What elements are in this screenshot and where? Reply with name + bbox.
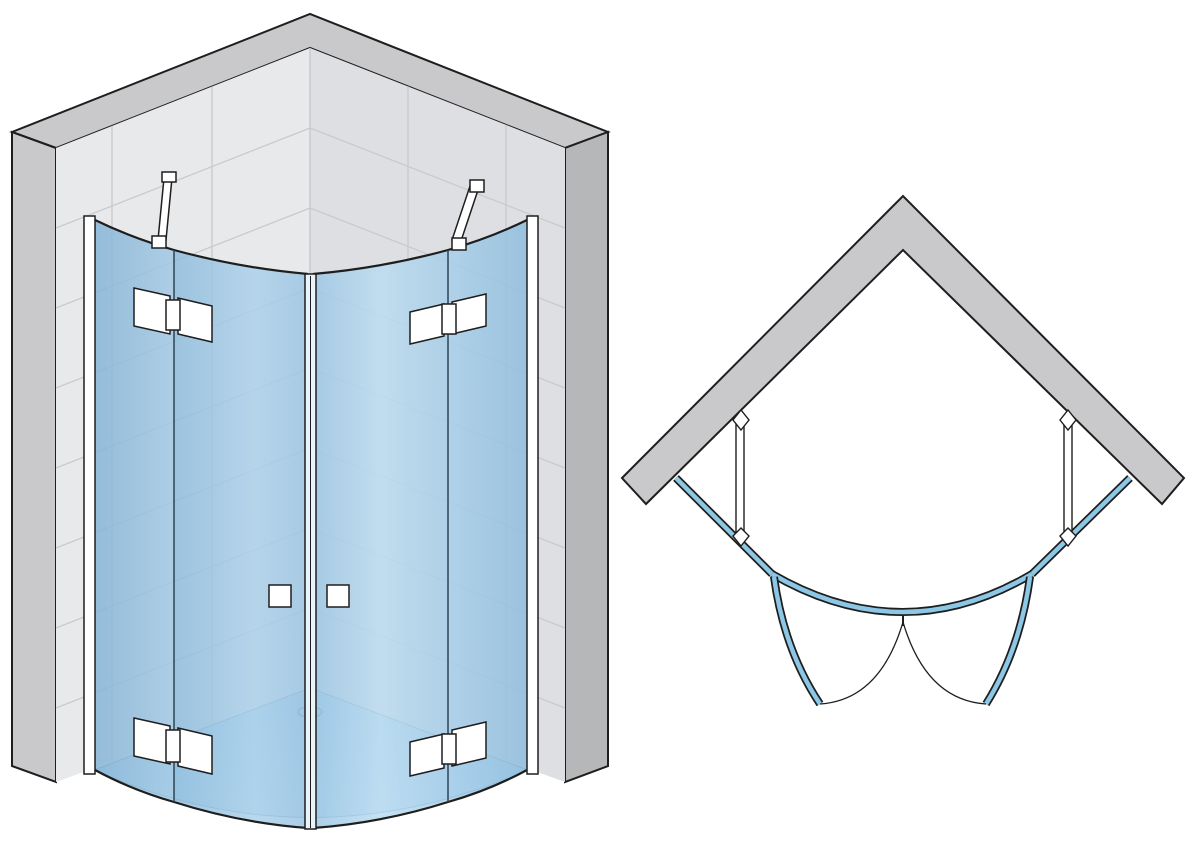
stabilizer-left-glass-clamp bbox=[151, 235, 167, 249]
plan-wall-corner bbox=[620, 194, 1186, 506]
wall-profiles bbox=[83, 215, 539, 775]
stabilizer-left-wall-mount bbox=[161, 171, 177, 183]
hinge-top-right bbox=[409, 293, 487, 345]
stabilizer-right-wall-mount bbox=[469, 179, 485, 193]
handle-right bbox=[326, 584, 350, 608]
wall-profile-right bbox=[526, 215, 539, 775]
tile-grid-line bbox=[309, 127, 566, 229]
plan-stabilizer-left bbox=[735, 423, 745, 537]
plan-swing-arc-right bbox=[902, 621, 987, 705]
wall-right-end bbox=[564, 130, 609, 784]
hinge-top-left bbox=[133, 287, 213, 343]
plan-closed-doors bbox=[769, 570, 1035, 626]
wall-profile-left bbox=[83, 215, 96, 775]
hinge-bottom-right bbox=[409, 721, 487, 777]
perspective-view bbox=[9, 12, 611, 830]
glass-panel-fixed-left bbox=[95, 220, 174, 802]
glass-panel-door-left bbox=[174, 250, 308, 828]
plan-swing-arc-left bbox=[819, 621, 904, 705]
plan-fixed-panels bbox=[673, 475, 1133, 577]
glass-panel-fixed-right bbox=[448, 220, 527, 802]
glass-panels bbox=[94, 219, 528, 830]
plan-open-doors bbox=[770, 576, 1034, 707]
hinge-bottom-left bbox=[133, 717, 213, 775]
door-handles bbox=[268, 584, 350, 608]
glass-panel-door-right bbox=[313, 250, 448, 828]
plan-stabilizers bbox=[732, 408, 1077, 548]
stabilizer-bars bbox=[151, 171, 485, 251]
plan-view bbox=[620, 194, 1186, 707]
glass-bottom-edge bbox=[94, 769, 528, 830]
plan-swing-arcs bbox=[819, 621, 987, 705]
stabilizer-right-glass-clamp bbox=[451, 237, 467, 251]
wall-structure bbox=[9, 12, 611, 784]
handle-left bbox=[268, 584, 292, 608]
tile-grid-line bbox=[55, 127, 311, 229]
hinges bbox=[133, 287, 487, 777]
wall-left-end bbox=[11, 130, 57, 784]
plan-stabilizer-right bbox=[1063, 423, 1073, 537]
